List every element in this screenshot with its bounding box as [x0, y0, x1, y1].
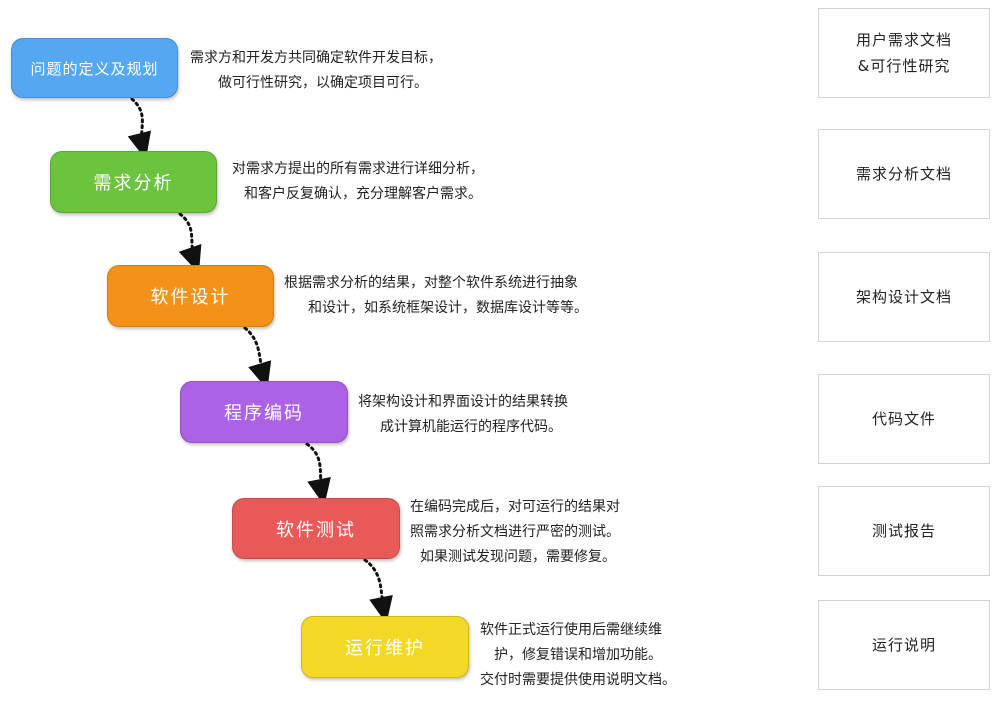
desc-line: 如果测试发现问题，需要修复。 — [420, 549, 616, 565]
stage-coding: 程序编码 — [180, 381, 348, 443]
deliverable-test-report: 测试报告 — [818, 486, 990, 576]
desc-line: 根据需求分析的结果，对整个软件系统进行抽象 — [284, 275, 578, 291]
stage-label: 运行维护 — [345, 638, 425, 659]
desc-line: 对需求方提出的所有需求进行详细分析， — [232, 161, 484, 177]
deliverable-label: 架构设计文档 — [855, 288, 952, 306]
desc-line: 护，修复错误和增加功能。 — [494, 647, 662, 663]
desc-line: 和客户反复确认，充分理解客户需求。 — [244, 186, 482, 202]
stage-label: 软件设计 — [150, 287, 231, 308]
stage-description: 需求方和开发方共同确定软件开发目标， 做可行性研究，以确定项目可行。 — [190, 46, 442, 96]
deliverable-operation-manual: 运行说明 — [818, 600, 990, 690]
desc-line: 交付时需要提供使用说明文档。 — [480, 672, 676, 688]
stage-software-design: 软件设计 — [107, 265, 274, 327]
desc-line: 将架构设计和界面设计的结果转换 — [358, 394, 568, 410]
stage-requirements-analysis: 需求分析 — [50, 151, 217, 213]
desc-line: 做可行性研究，以确定项目可行。 — [218, 75, 428, 91]
deliverable-label: 代码文件 — [871, 410, 936, 428]
stage-label: 需求分析 — [93, 173, 174, 194]
desc-line: 照需求分析文档进行严密的测试。 — [410, 524, 620, 540]
stage-software-testing: 软件测试 — [232, 498, 400, 559]
deliverable-code-files: 代码文件 — [818, 374, 990, 464]
desc-line: 和设计，如系统框架设计，数据库设计等等。 — [308, 300, 588, 316]
deliverable-architecture-design: 架构设计文档 — [818, 252, 990, 342]
stage-operation-maintenance: 运行维护 — [301, 616, 469, 678]
stage-label: 程序编码 — [224, 403, 304, 424]
stage-description: 在编码完成后，对可运行的结果对 照需求分析文档进行严密的测试。 如果测试发现问题… — [410, 495, 620, 570]
deliverable-label: 运行说明 — [871, 636, 936, 654]
stage-description: 软件正式运行使用后需继续维 护，修复错误和增加功能。 交付时需要提供使用说明文档… — [480, 618, 676, 693]
desc-line: 需求方和开发方共同确定软件开发目标， — [190, 50, 442, 66]
deliverable-label: 测试报告 — [871, 522, 936, 540]
deliverable-requirements-feasibility: 用户需求文档 &可行性研究 — [818, 8, 990, 98]
arrow-2 — [178, 212, 202, 274]
deliverable-label: &可行性研究 — [857, 57, 951, 75]
deliverable-label: 用户需求文档 — [855, 31, 952, 49]
arrow-1 — [127, 97, 152, 160]
deliverable-requirements-analysis: 需求分析文档 — [818, 129, 990, 219]
desc-line: 成计算机能运行的程序代码。 — [380, 419, 562, 435]
stage-description: 根据需求分析的结果，对整个软件系统进行抽象 和设计，如系统框架设计，数据库设计等… — [284, 271, 588, 321]
desc-line: 软件正式运行使用后需继续维 — [480, 622, 662, 638]
desc-line: 在编码完成后，对可运行的结果对 — [410, 499, 620, 515]
arrow-5 — [363, 558, 393, 624]
deliverable-label: 需求分析文档 — [855, 165, 952, 183]
stage-label: 问题的定义及规划 — [30, 59, 159, 78]
stage-label: 软件测试 — [276, 519, 356, 541]
arrow-3 — [243, 326, 272, 390]
stage-problem-definition: 问题的定义及规划 — [11, 38, 178, 98]
arrow-4 — [305, 442, 331, 506]
stage-description: 对需求方提出的所有需求进行详细分析， 和客户反复确认，充分理解客户需求。 — [232, 157, 484, 207]
stage-description: 将架构设计和界面设计的结果转换 成计算机能运行的程序代码。 — [358, 390, 568, 440]
